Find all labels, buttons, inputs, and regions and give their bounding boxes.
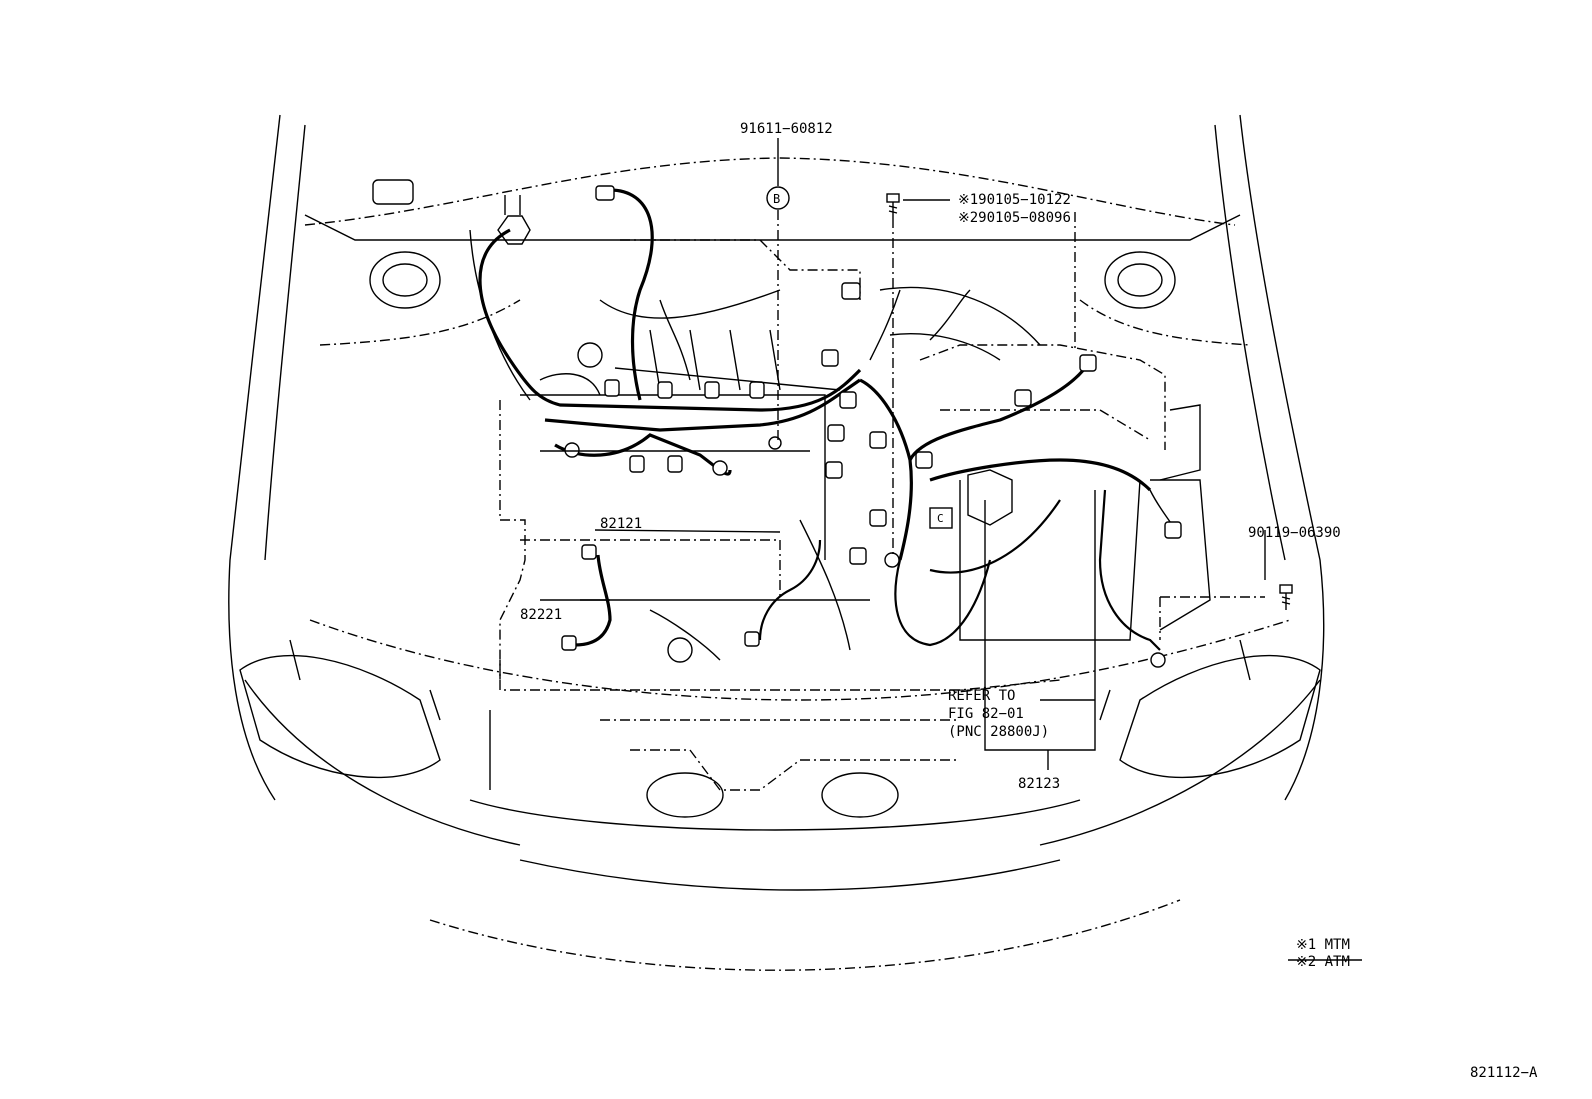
relay-block: C <box>929 469 1013 529</box>
label-82123: 82123 <box>1018 776 1060 792</box>
circle-b-label: B <box>773 192 780 206</box>
engine-block <box>499 239 870 680</box>
label-91611-60812: 91611−60812 <box>740 121 833 137</box>
air-intake-duct <box>879 286 1041 361</box>
connectors <box>561 185 1182 668</box>
svg-text:C: C <box>937 512 944 525</box>
radiator-support <box>429 660 1181 971</box>
wire-harness <box>469 188 1176 651</box>
figure-id: 821112−A <box>1470 1065 1538 1081</box>
leader-lines <box>540 138 1362 961</box>
bolt-icon-90119 <box>1279 584 1293 610</box>
label-82121: 82121 <box>600 516 642 532</box>
refer-line-1: REFER TO <box>948 688 1015 704</box>
bolt-icon-90105 <box>886 193 900 218</box>
strut-tower-right <box>1104 251 1176 309</box>
circle-b-marker: B <box>766 186 790 210</box>
headlight-right <box>1099 639 1321 779</box>
car-body-outline <box>228 114 1325 846</box>
legend-note-2: ※2 ATM <box>1296 954 1350 970</box>
label-90105-10122: ※190105−10122 <box>958 192 1071 208</box>
legend-note-1: ※1 MTM <box>1296 937 1350 953</box>
refer-line-3: (PNC 28800J) <box>948 724 1049 740</box>
battery-area <box>919 344 1211 641</box>
strut-tower-left <box>369 251 441 309</box>
label-90119-06390: 90119−06390 <box>1248 525 1341 541</box>
headlight-left <box>239 639 441 779</box>
grommet <box>497 195 531 245</box>
label-90105-08096: ※290105−08096 <box>958 210 1071 226</box>
refer-line-2: FIG 82−01 <box>948 706 1024 722</box>
reservoir-cap <box>372 179 414 205</box>
label-82221: 82221 <box>520 607 562 623</box>
